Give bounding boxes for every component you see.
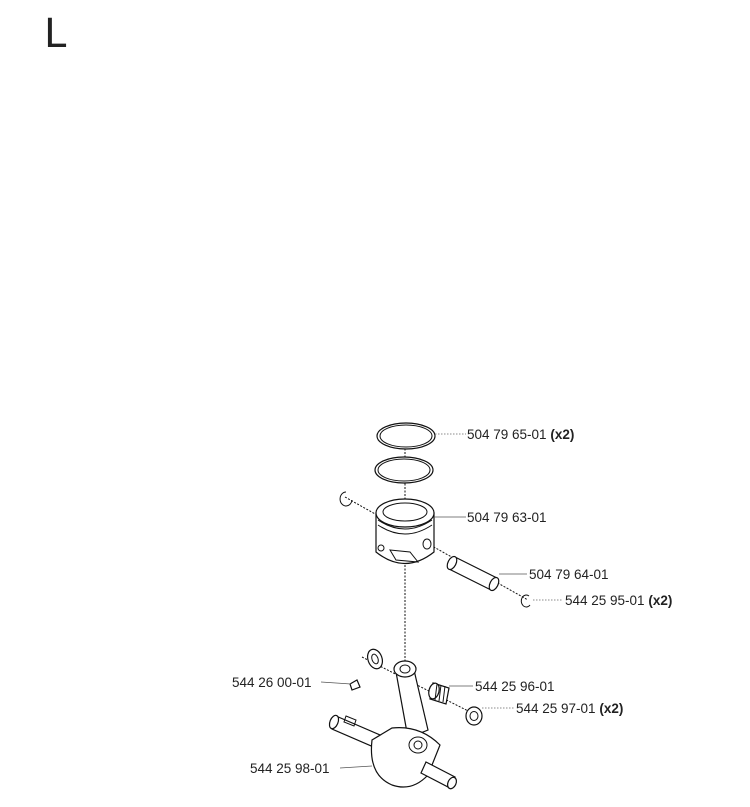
crankshaft [328,660,458,790]
circlip-right [520,594,531,608]
piston-ring-upper [376,422,436,450]
needle-bearing [428,682,450,705]
leader-p8 [339,765,373,769]
thrust-washer-right [465,706,483,726]
part-label-p6: 544 25 96-01 [475,679,555,694]
circlip-left [339,491,353,507]
woodruff-key [349,679,361,691]
part-label-p8: 544 25 98-01 [250,761,330,776]
piston-ring-lower [374,456,434,484]
part-label-p7: 544 25 97-01 (x2) [516,701,623,716]
piston-pin [446,555,500,592]
part-label-p2: 504 79 63-01 [467,510,547,525]
leader-p5 [320,681,352,685]
thrust-washer-left [366,648,384,670]
part-label-p5: 544 26 00-01 [232,675,312,690]
part-label-p3: 504 79 64-01 [529,567,609,582]
section-letter: L [44,11,67,57]
part-label-p1: 504 79 65-01 (x2) [467,427,574,442]
piston [375,498,435,564]
part-label-p4: 544 25 95-01 (x2) [565,593,672,608]
